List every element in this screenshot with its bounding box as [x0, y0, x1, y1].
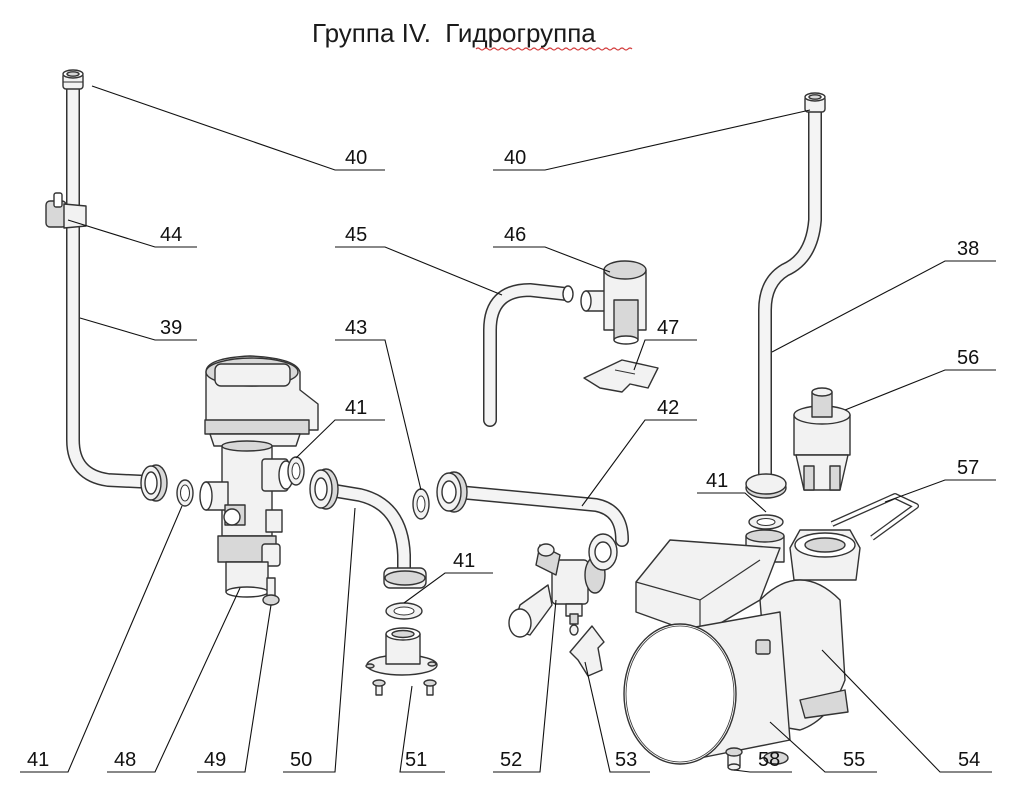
callout-40-left: 40 — [345, 147, 367, 169]
part-43-gasket — [412, 488, 430, 520]
part-45-hose — [483, 283, 574, 427]
part-41-gasket-valve — [287, 456, 305, 486]
part-39-left-pipe — [62, 69, 157, 489]
callout-49: 49 — [204, 749, 226, 771]
part-58-plug — [725, 747, 743, 771]
callout-41-right: 41 — [706, 470, 728, 492]
callout-41-lower: 41 — [453, 550, 475, 572]
part-42-pipe — [436, 471, 629, 547]
spellcheck-underline — [475, 47, 633, 51]
part-51-flange — [365, 627, 438, 696]
callout-44: 44 — [160, 224, 182, 246]
title-subtitle: Гидрогруппа — [445, 18, 596, 48]
callout-57: 57 — [957, 457, 979, 479]
part-41-gasket-right — [748, 514, 784, 530]
left-union-nut — [140, 464, 168, 502]
callout-45: 45 — [345, 224, 367, 246]
diagram-title: Группа IV. Гидрогруппа — [312, 18, 596, 48]
callout-39: 39 — [160, 317, 182, 339]
part-52-drain-tap — [508, 533, 618, 638]
callout-56: 56 — [957, 347, 979, 369]
callout-51: 51 — [405, 749, 427, 771]
part-56-air-vent — [793, 387, 851, 491]
callout-48: 48 — [114, 749, 136, 771]
title-group: Группа IV. — [312, 18, 431, 48]
callout-41-valve: 41 — [345, 397, 367, 419]
part-57-wire-clip — [830, 493, 919, 541]
callout-43: 43 — [345, 317, 367, 339]
callout-54: 54 — [958, 749, 980, 771]
leader-lines — [20, 85, 996, 773]
part-48-three-way-valve — [199, 355, 319, 598]
callout-labels: 40 40 44 45 46 38 39 43 47 56 41 42 57 4… — [27, 147, 980, 771]
callout-41-left: 41 — [27, 749, 49, 771]
callout-50: 50 — [290, 749, 312, 771]
part-49-screw — [262, 577, 280, 606]
part-38-right-pipe — [745, 92, 826, 499]
part-41-gasket-lower — [385, 602, 423, 620]
callout-42: 42 — [657, 397, 679, 419]
callout-38: 38 — [957, 238, 979, 260]
part-41-gasket-left — [176, 479, 194, 507]
callout-52: 52 — [500, 749, 522, 771]
callout-47: 47 — [657, 317, 679, 339]
callout-55: 55 — [843, 749, 865, 771]
part-55-pump-motor — [623, 539, 791, 765]
callout-46: 46 — [504, 224, 526, 246]
part-53-bracket — [569, 625, 605, 677]
part-50-bent-pipe — [309, 468, 427, 589]
callout-40-right: 40 — [504, 147, 526, 169]
part-46-safety-valve — [580, 260, 647, 345]
callout-58: 58 — [758, 749, 780, 771]
part-44-pipe-clip — [45, 192, 87, 229]
part-47-clip-plate — [583, 359, 659, 393]
callout-53: 53 — [615, 749, 637, 771]
